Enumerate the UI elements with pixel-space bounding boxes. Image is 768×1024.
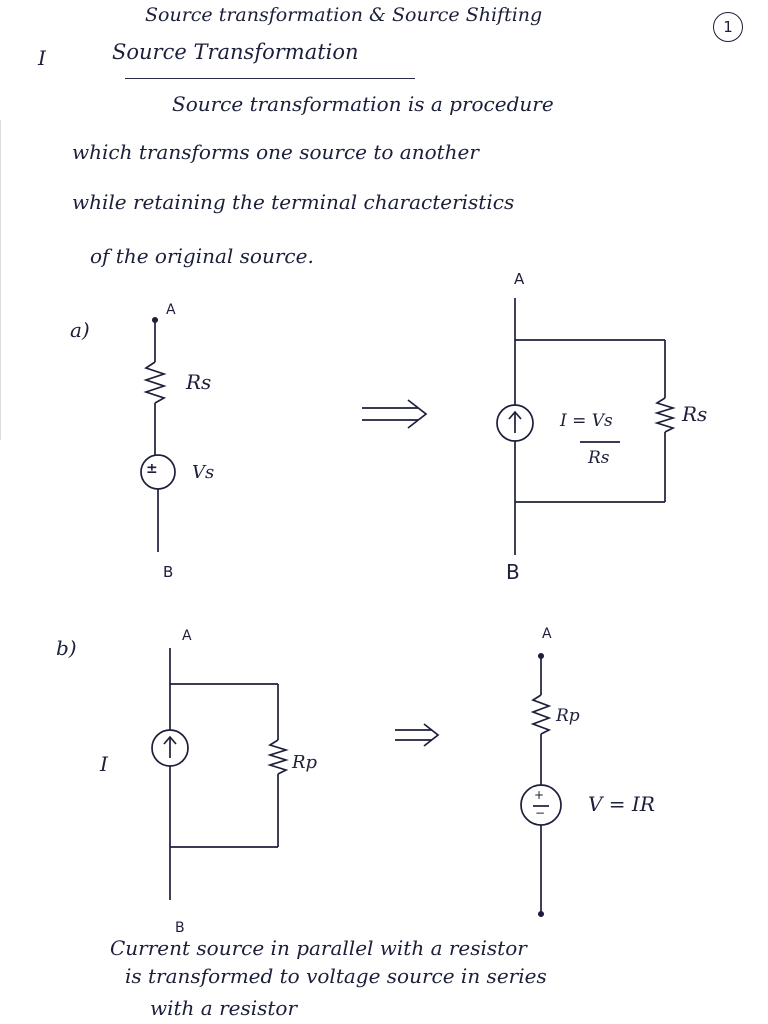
paragraph-line-4: of the original source. — [90, 244, 314, 268]
current-arrow-b-head — [163, 735, 177, 745]
transform-arrow-a — [362, 399, 428, 429]
voltage-source-b-plus: + — [534, 788, 545, 802]
page-number-badge: 1 — [713, 12, 743, 42]
summary-line-3: with a resistor — [150, 996, 298, 1020]
transform-arrow-b — [395, 723, 440, 747]
voltage-source-sign: ± — [146, 461, 158, 477]
current-i-label: I — [100, 752, 108, 776]
page-edge-mark — [0, 120, 1, 440]
section-number: I — [38, 46, 46, 70]
node-b-bottom-dot — [537, 910, 545, 918]
paragraph-line-3: while retaining the terminal characteris… — [72, 190, 515, 214]
node-br-top-label: A — [542, 626, 552, 642]
circuit-b-left — [151, 648, 289, 900]
current-expression: I = Vs — [560, 411, 613, 431]
node-ar-bottom-label: B — [506, 560, 520, 584]
part-a-label: a) — [70, 318, 90, 342]
circuit-a-left — [140, 316, 176, 552]
section-title-underline — [125, 78, 415, 79]
paragraph-line-1: Source transformation is a procedure — [172, 92, 554, 116]
part-b-label: b) — [56, 636, 77, 660]
voltage-source-label: Vs — [192, 462, 215, 483]
current-arrow-head — [508, 410, 522, 420]
resistor-rp-label: Rp — [292, 752, 318, 773]
circuit-b-right — [520, 652, 562, 918]
resistor-rs-symbol — [143, 361, 167, 404]
circuit-a-right — [496, 298, 676, 555]
node-b-label: B — [163, 563, 174, 581]
section-title: Source Transformation — [112, 40, 359, 64]
resistor-rs-label: Rs — [186, 370, 212, 394]
resistor-rs-parallel-label: Rs — [682, 402, 708, 426]
resistor-rp-series-label: Rp — [556, 706, 580, 726]
node-b-dot — [537, 652, 545, 660]
summary-line-2: is transformed to voltage source in seri… — [125, 964, 547, 988]
node-bl-bottom-label: B — [175, 920, 185, 936]
current-denominator: Rs — [588, 448, 610, 468]
voltage-source-b-minus: − — [535, 806, 546, 820]
node-a-dot — [151, 316, 159, 324]
resistor-rs-parallel-symbol — [654, 397, 676, 433]
node-a-label: A — [166, 302, 176, 318]
node-bl-top-label: A — [182, 628, 192, 644]
resistor-rp-series-symbol — [530, 694, 552, 735]
paragraph-line-2: which transforms one source to another — [72, 140, 479, 164]
page-title: Source transformation & Source Shifting — [145, 4, 543, 26]
voltage-expression: V = IR — [588, 792, 655, 816]
resistor-rp-symbol — [267, 739, 289, 775]
summary-line-1: Current source in parallel with a resist… — [110, 936, 527, 960]
node-ar-top-label: A — [514, 270, 525, 288]
